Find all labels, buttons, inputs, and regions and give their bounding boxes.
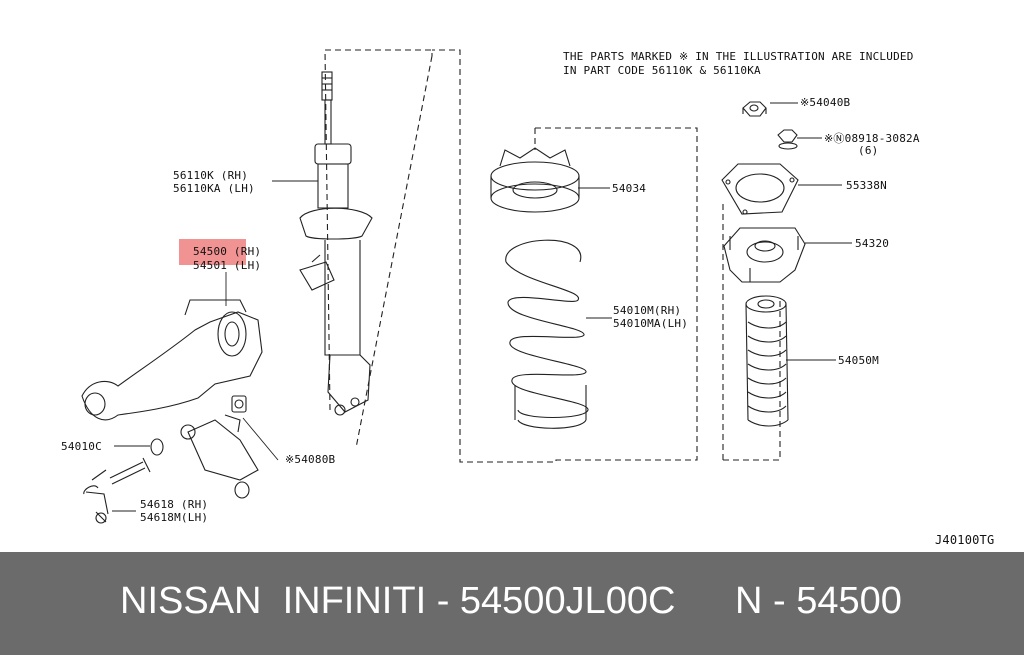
leader-lines bbox=[112, 102, 852, 512]
strut-dashed-outline bbox=[324, 49, 433, 449]
footer-bar: NISSAN INFINITI - 54500JL00C N - 54500 bbox=[0, 552, 1024, 655]
label-arm-rh[interactable]: 54500 (RH) bbox=[193, 245, 262, 258]
spring-dashed-outline bbox=[432, 49, 698, 463]
footer-reference: N - 54500 bbox=[735, 580, 902, 622]
label-spring-rh[interactable]: 54010M(RH) bbox=[613, 304, 682, 317]
label-bolt-qty: (6) bbox=[858, 144, 879, 157]
insulator-part bbox=[723, 227, 806, 283]
highlight-marker bbox=[179, 239, 246, 265]
mount-dashed-outline bbox=[722, 200, 781, 461]
parts-illustration bbox=[81, 49, 852, 524]
bound-bumper-part bbox=[745, 295, 789, 427]
label-seat[interactable]: 54034 bbox=[612, 182, 647, 195]
label-washer[interactable]: 54010C bbox=[61, 440, 102, 453]
mounting-plate-part bbox=[721, 163, 799, 215]
label-link-lh[interactable]: 54618M(LH) bbox=[140, 511, 209, 524]
lower-arm bbox=[81, 299, 263, 499]
note-line-1: THE PARTS MARKED ※ IN THE ILLUSTRATION A… bbox=[563, 50, 914, 63]
label-plate[interactable]: 55338N bbox=[846, 179, 887, 192]
diagram-code: J40100TG bbox=[935, 533, 995, 547]
label-arm-lh[interactable]: 54501 (LH) bbox=[193, 259, 262, 272]
parts-diagram: THE PARTS MARKED ※ IN THE ILLUSTRATION A… bbox=[61, 49, 995, 547]
label-link-rh[interactable]: 54618 (RH) bbox=[140, 498, 209, 511]
label-insulator[interactable]: 54320 bbox=[855, 237, 890, 250]
bolt-part bbox=[109, 457, 151, 485]
mount-nut-part bbox=[742, 101, 767, 117]
label-strut-lh[interactable]: 56110KA (LH) bbox=[173, 182, 255, 195]
coil-spring-part bbox=[505, 239, 589, 429]
washer-part bbox=[150, 438, 164, 456]
flange-bolt-part bbox=[777, 129, 798, 150]
footer-part-number: NISSAN INFINITI - 54500JL00C bbox=[120, 580, 676, 622]
label-strut-rh[interactable]: 56110K (RH) bbox=[173, 169, 249, 182]
stabilizer-link bbox=[83, 469, 109, 523]
strut-assembly bbox=[299, 71, 373, 416]
note-line-2: IN PART CODE 56110K & 56110KA bbox=[563, 64, 761, 77]
spring-seat-part bbox=[490, 147, 580, 213]
label-nut[interactable]: ※54080B bbox=[285, 453, 336, 466]
label-mount-nut[interactable]: ※54040B bbox=[800, 96, 851, 109]
label-bound[interactable]: 54050M bbox=[838, 354, 879, 367]
label-bolt[interactable]: ※Ⓝ08918-3082A bbox=[824, 132, 920, 145]
label-spring-lh[interactable]: 54010MA(LH) bbox=[613, 317, 689, 330]
